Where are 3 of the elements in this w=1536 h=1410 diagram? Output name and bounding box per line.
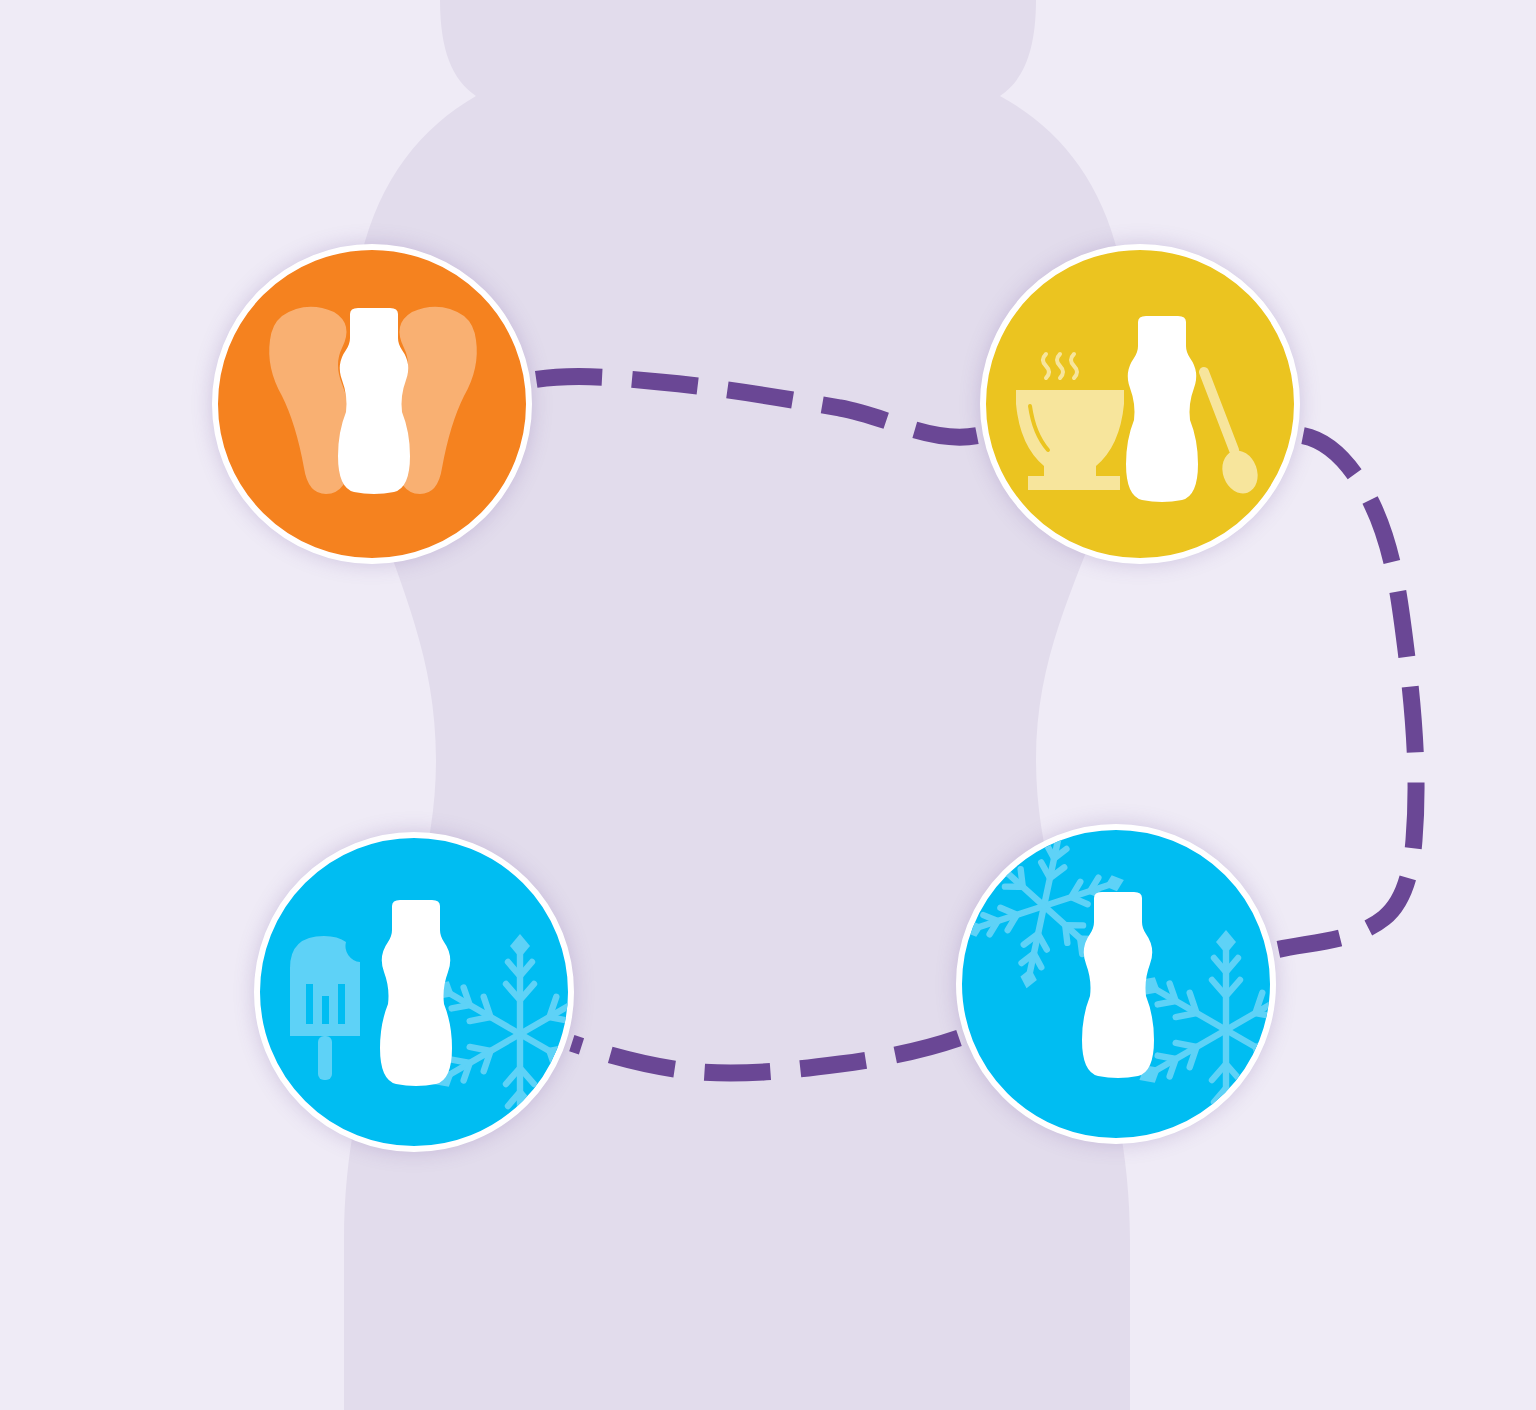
dashed-connector <box>535 368 979 446</box>
dashed-connector <box>1276 427 1425 958</box>
dashed-connector <box>569 1029 962 1082</box>
